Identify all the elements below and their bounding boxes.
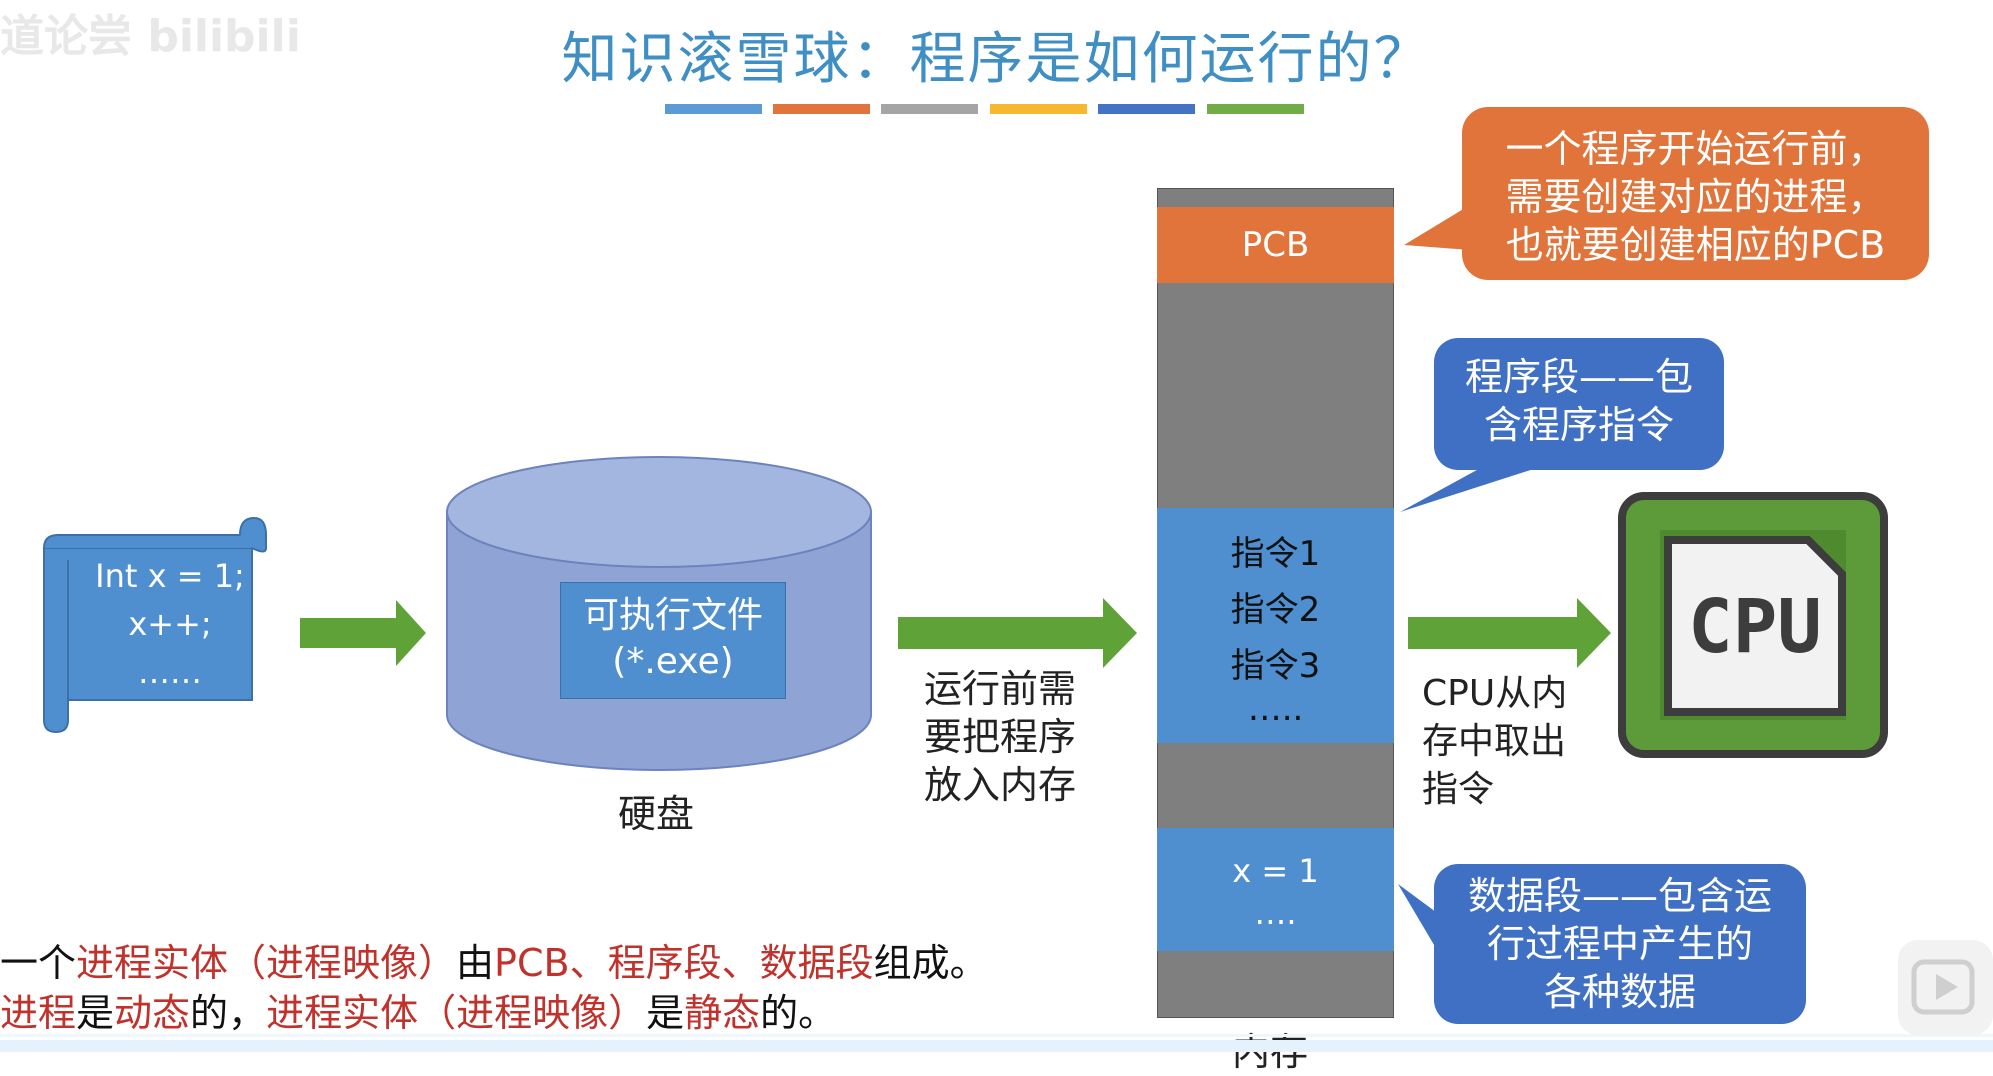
scroll-icon [42, 516, 267, 734]
play-icon [1911, 959, 1975, 1015]
callout-pcb: 一个程序开始运行前， 需要创建对应的进程， 也就要创建相应的PCB [1462, 107, 1929, 280]
color-bar-segment [1098, 104, 1195, 114]
audio-waveform [0, 1034, 1993, 1052]
code-scroll-text: Int x = 1; x++; …… [95, 557, 245, 691]
color-bar-segment [1207, 104, 1304, 114]
callout-pointer [1398, 884, 1440, 955]
memory-data-segment: x = 1 …. [1157, 828, 1394, 951]
callout-program-segment: 程序段——包 含程序指令 [1434, 338, 1724, 470]
executable-file-box: 可执行文件 (*.exe) [560, 582, 786, 699]
cpu-label: CPU [1688, 584, 1822, 670]
page-title: 知识滚雪球：程序是如何运行的？ [561, 27, 1432, 92]
arrow-right-icon [300, 600, 426, 666]
summary-line-1: 一个进程实体（进程映像）由PCB、程序段、数据段组成。 [0, 941, 988, 985]
arrow-label-load: 运行前需 要把程序 放入内存 [924, 667, 1077, 807]
arrow-right-icon [898, 598, 1137, 668]
memory-program-segment: 指令1 指令2 指令3 ….. [1157, 508, 1394, 743]
color-bar-segment [773, 104, 870, 114]
color-bar-segment [665, 104, 762, 114]
memory-pcb-block: PCB [1157, 207, 1394, 283]
arrow-label-fetch: CPU从内 存中取出 指令 [1422, 673, 1568, 810]
color-bar-segment [990, 104, 1087, 114]
callout-pointer [1400, 465, 1546, 512]
play-button[interactable] [1898, 940, 1993, 1035]
watermark: 道论尝 bilibili [0, 11, 301, 62]
summary-line-2: 进程是动态的，进程实体（进程映像）是静态的。 [0, 991, 837, 1035]
arrow-right-icon [1408, 598, 1611, 668]
color-bar-segment [881, 104, 978, 114]
disk-cylinder-icon [446, 456, 872, 771]
callout-data-segment: 数据段——包含运 行过程中产生的 各种数据 [1434, 864, 1806, 1024]
disk-label: 硬盘 [618, 792, 695, 836]
callout-pointer [1404, 205, 1470, 250]
cpu-chip-icon [1618, 492, 1888, 758]
